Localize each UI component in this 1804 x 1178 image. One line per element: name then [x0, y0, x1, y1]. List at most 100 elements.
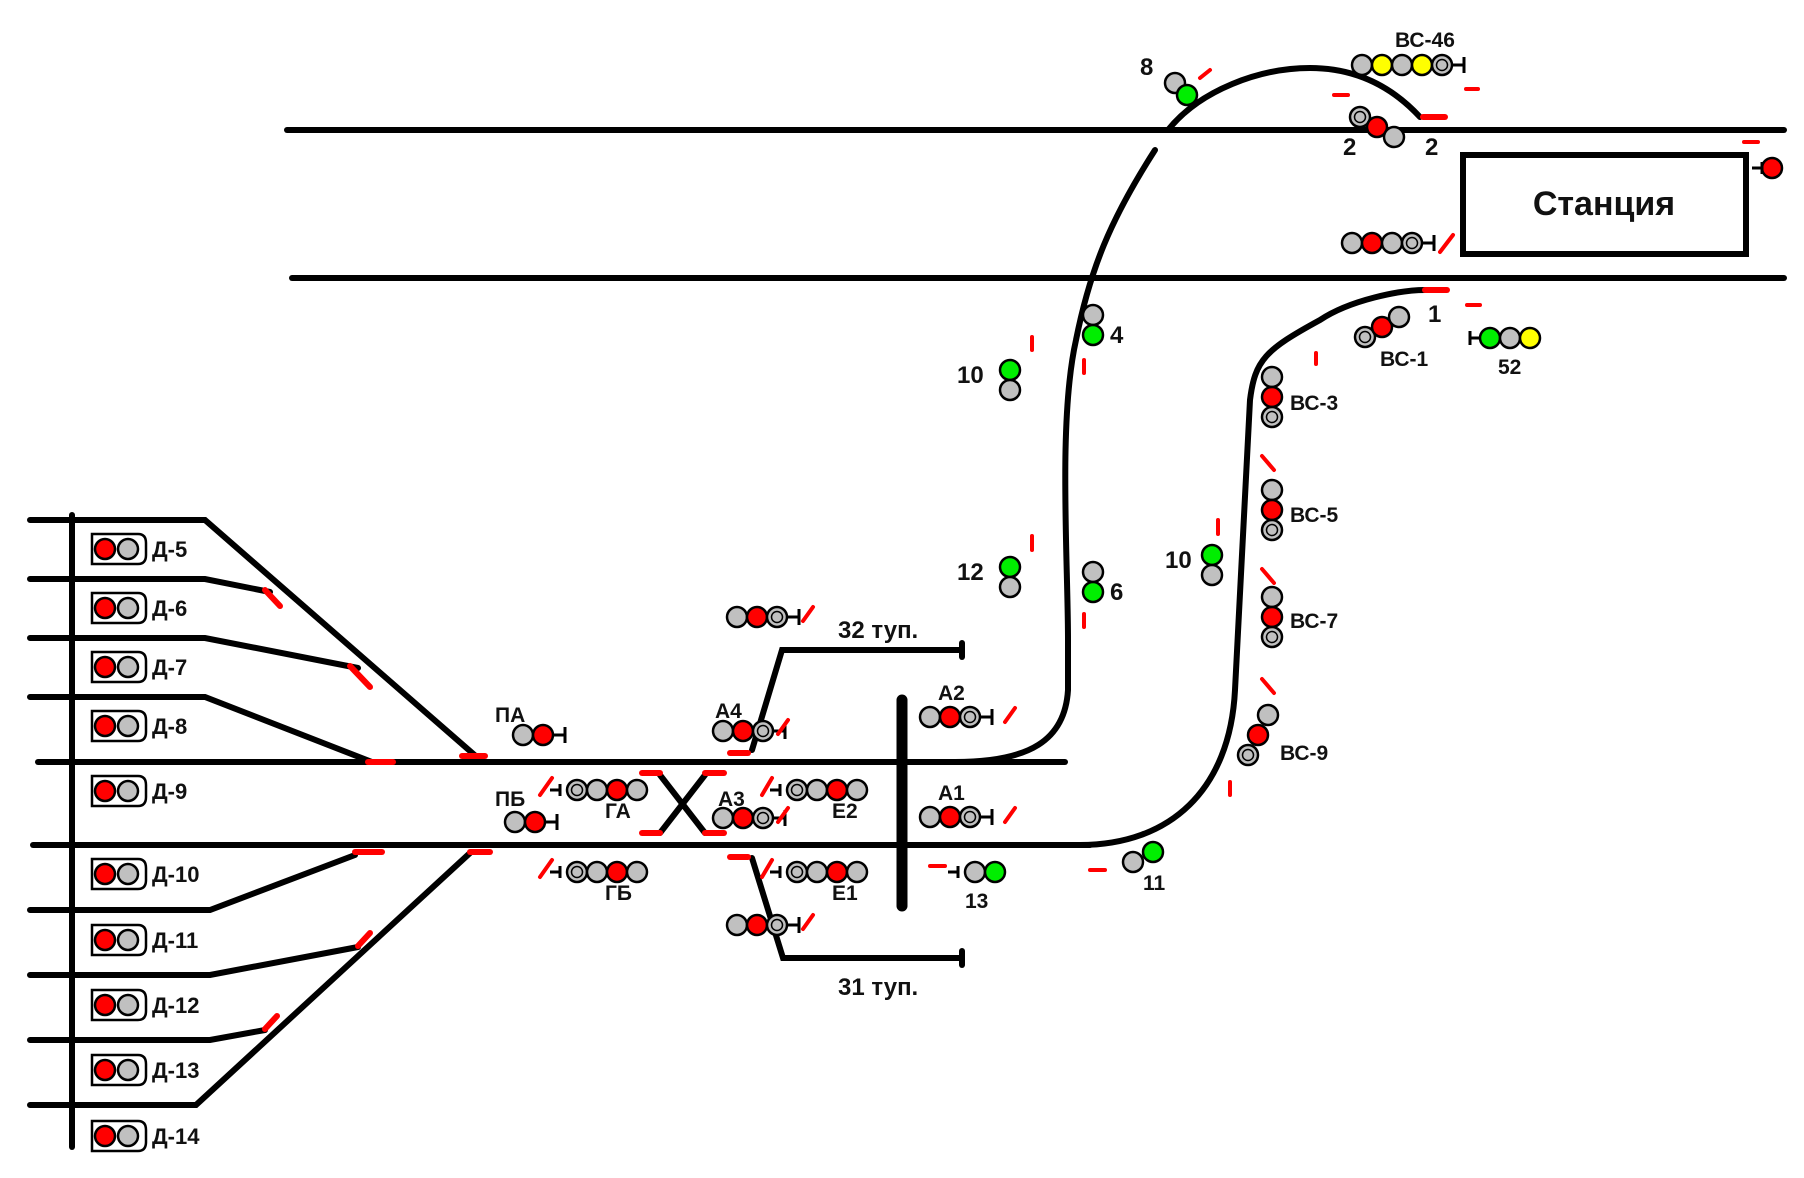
signal-s2a[interactable]: 2 — [1343, 105, 1406, 161]
signal-vs5[interactable]: ВС-5 — [1260, 478, 1339, 542]
signal-a2-label: А2 — [938, 682, 965, 705]
signal-s2a-label: 2 — [1343, 134, 1356, 161]
depot-signal-d6[interactable]: Д-6 — [90, 591, 187, 625]
signal-vs3-label: ВС-3 — [1290, 392, 1338, 415]
depot-signal-d10[interactable]: Д-10 — [90, 857, 199, 891]
signal-s8[interactable]: 8 — [1140, 54, 1199, 107]
signal-pa[interactable]: ПА — [495, 704, 567, 747]
signal-s11[interactable]: 11 — [1121, 840, 1166, 895]
t32-red-mark — [801, 605, 815, 623]
station-box[interactable] — [1460, 152, 1749, 257]
signal-vs46[interactable]: ВС-46 — [1350, 29, 1466, 77]
signal-s10a[interactable]: 10 — [957, 358, 1022, 402]
signal-pb-lamp-red — [523, 810, 547, 834]
signal-vs1[interactable]: ВС-1 — [1353, 305, 1429, 371]
signal-s6-lamp-off — [1081, 560, 1105, 584]
signal-s11-lamp-off — [1121, 850, 1145, 874]
switch-red-d12 — [262, 1013, 280, 1032]
signal-s10a-label: 10 — [957, 362, 984, 389]
signal-a3-lamp-ring-inner — [756, 811, 770, 825]
depot-signal-d7-lamp-off — [116, 655, 140, 679]
depot-signal-d5-lamp-off — [116, 537, 140, 561]
depot-signal-d13[interactable]: Д-13 — [90, 1053, 199, 1087]
signal-a1[interactable]: А1 — [918, 782, 994, 829]
depot-signal-d13-label: Д-13 — [152, 1058, 199, 1083]
depot-signal-d14[interactable]: Д-14 — [90, 1119, 200, 1153]
signal-a2[interactable]: А2 — [918, 682, 994, 729]
depot-track-10[interactable] — [27, 852, 358, 913]
signal-a2-lamp-off — [918, 705, 942, 729]
signal-t32-lamp-ring-inner — [770, 610, 784, 624]
signal-st[interactable] — [1340, 231, 1436, 255]
signal-pa-label: ПА — [495, 704, 525, 727]
signal-pb[interactable]: ПБ — [495, 788, 559, 834]
signal-e1-lamp-off — [845, 860, 869, 884]
depot-signal-d12[interactable]: Д-12 — [90, 988, 199, 1022]
signal-a4-lamp-off — [711, 719, 735, 743]
signal-e2[interactable]: Е2 — [785, 778, 869, 823]
signal-pb-label: ПБ — [495, 788, 525, 811]
signal-vs9[interactable]: ВС-9 — [1236, 703, 1328, 767]
signal-ga[interactable]: ГА — [565, 778, 649, 823]
depot-signal-d6-label: Д-6 — [152, 596, 187, 621]
connector-left-curve[interactable] — [952, 64, 1423, 765]
depot-signal-d12-lamp-red — [93, 993, 117, 1017]
depot-track-5[interactable] — [27, 517, 481, 761]
depot-signal-d9[interactable]: Д-9 — [90, 774, 187, 808]
signal-s10b-lamp-off — [1200, 563, 1224, 587]
signal-a1-lamp-off — [918, 805, 942, 829]
signal-s13-label: 13 — [965, 890, 988, 913]
crossover-b[interactable] — [657, 772, 708, 836]
connector-right-curve[interactable] — [1077, 287, 1428, 848]
depot-signal-d7-lamp-red — [93, 655, 117, 679]
signal-s52-lamp-green — [1478, 326, 1502, 350]
dead-end-31-track[interactable] — [749, 855, 965, 961]
signal-a4-lamp-ring — [751, 719, 775, 743]
depot-signal-d11[interactable]: Д-11 — [90, 923, 198, 957]
depot-signal-d7[interactable]: Д-7 — [90, 650, 187, 684]
signal-sr[interactable] — [1760, 156, 1784, 180]
signal-vs1-lamp-red — [1370, 315, 1394, 339]
depot-track-6[interactable] — [27, 576, 273, 595]
signal-e2-label: Е2 — [832, 800, 858, 823]
signal-s10b[interactable]: 10 — [1165, 543, 1224, 587]
depot-signal-d8-lamp-off — [116, 714, 140, 738]
signal-a3[interactable]: А3 — [711, 788, 787, 830]
depot-signal-d5[interactable]: Д-5 — [90, 532, 187, 566]
signal-gb-lamp-ring-inner — [570, 865, 584, 879]
dead-end-31: 31 туп. — [727, 854, 965, 1001]
depot-signals: Д-5Д-6Д-7Д-8Д-9Д-10Д-11Д-12Д-13Д-14 — [90, 532, 200, 1153]
station: Станция — [1460, 152, 1749, 257]
signal-vs7[interactable]: ВС-7 — [1260, 585, 1338, 649]
signal-e2-lamp-off — [805, 778, 829, 802]
signal-s12[interactable]: 12 — [957, 555, 1022, 599]
depot-track-7[interactable] — [27, 635, 361, 671]
signal-s13[interactable]: 13 — [963, 860, 1007, 913]
signal-gb[interactable]: ГБ — [565, 860, 649, 905]
signal-t32[interactable] — [725, 605, 801, 629]
depot-track-12[interactable] — [27, 1027, 268, 1043]
signal-vs3[interactable]: ВС-3 — [1260, 365, 1338, 429]
depot-signal-d13-lamp-off — [116, 1058, 140, 1082]
dead-end-32-track[interactable] — [749, 647, 965, 753]
gb-red-mark — [538, 858, 554, 879]
dead-end-31-label: 31 туп. — [838, 974, 918, 1001]
signal-a2-lamp-ring — [958, 705, 982, 729]
signal-vs1-lamp-ring — [1353, 325, 1377, 349]
signal-s6[interactable]: 6 — [1081, 560, 1123, 606]
depot-track-11[interactable] — [27, 944, 361, 978]
signal-s52[interactable]: 52 — [1478, 326, 1542, 379]
signal-s6-lamp-green — [1081, 580, 1105, 604]
signal-s12-lamp-green — [998, 555, 1022, 579]
signal-s4[interactable]: 4 — [1081, 303, 1124, 349]
signal-a4[interactable]: А4 — [711, 700, 787, 743]
signal-t31[interactable] — [725, 913, 801, 937]
depot-signal-d12-label: Д-12 — [152, 993, 199, 1018]
depot-signal-d10-label: Д-10 — [152, 862, 199, 887]
depot-track-14[interactable] — [27, 850, 473, 1108]
signal-e1[interactable]: Е1 — [785, 860, 869, 905]
signal-s2b-label: 2 — [1425, 134, 1438, 161]
signal-e1-label: Е1 — [832, 882, 858, 905]
depot-track-8[interactable] — [27, 694, 375, 765]
depot-signal-d8[interactable]: Д-8 — [90, 709, 187, 743]
